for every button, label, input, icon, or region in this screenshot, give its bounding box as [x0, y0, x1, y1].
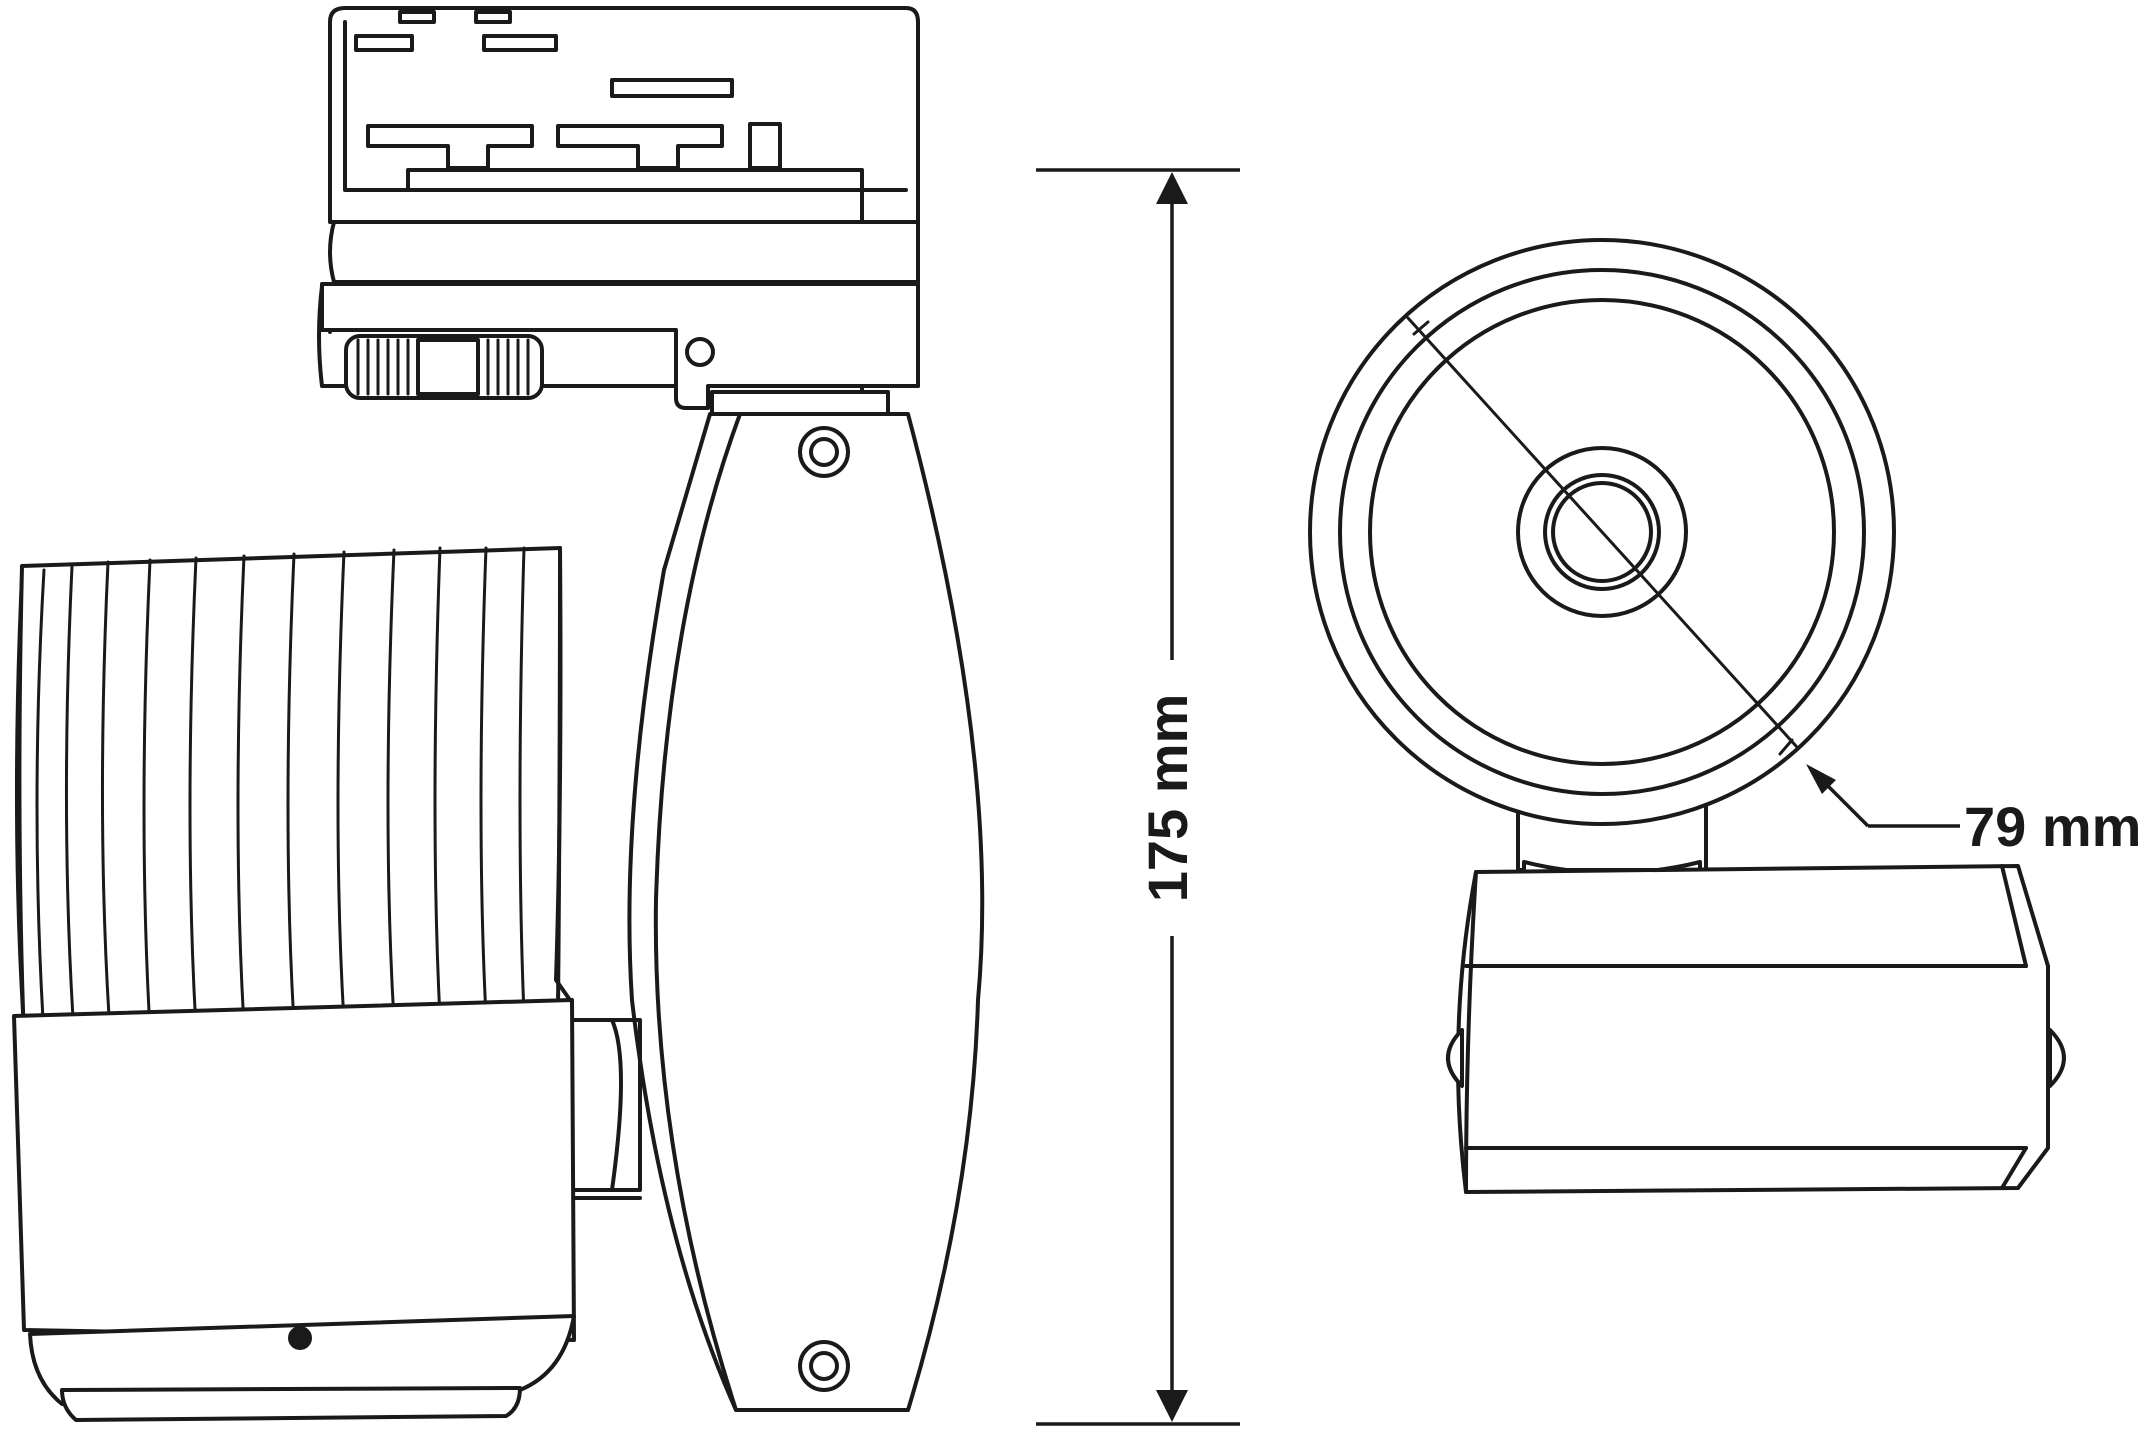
pivot-joint	[563, 1018, 642, 1200]
diameter-dimension: 79 mm	[1806, 764, 2141, 858]
track-adapter	[317, 6, 920, 410]
diameter-label: 79 mm	[1964, 795, 2141, 858]
side-view	[12, 6, 985, 1422]
heat-sink	[14, 546, 572, 1042]
arrow-diagonal-icon	[1806, 764, 1836, 794]
arrow-up-icon	[1156, 172, 1188, 204]
lens-assembly	[1308, 238, 1896, 826]
arrow-down-icon	[1156, 1390, 1188, 1422]
height-dimension: 175 mm	[1036, 168, 1240, 1426]
height-label: 175 mm	[1136, 694, 1199, 903]
front-view: 79 mm	[1308, 238, 2141, 1194]
lamp-body	[12, 998, 576, 1422]
support-arm	[627, 390, 985, 1412]
indicator-dot	[288, 1326, 312, 1350]
adapter-block	[1446, 864, 2066, 1194]
